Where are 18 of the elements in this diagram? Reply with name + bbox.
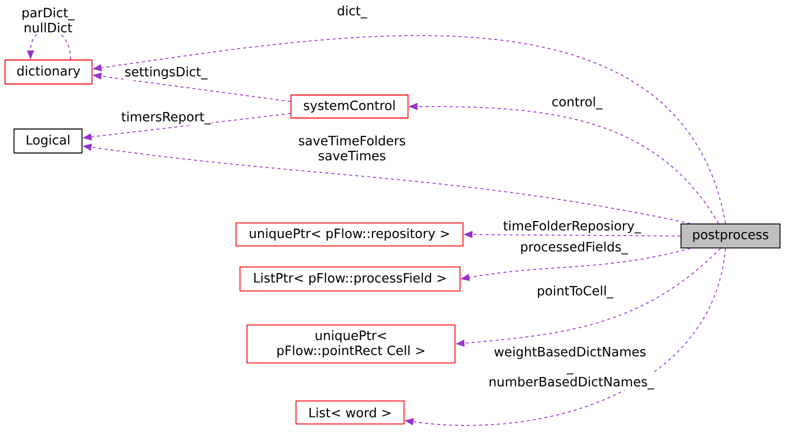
edge-label: timeFolderReposiory_ [502, 220, 642, 234]
edge-label: weightBasedDictNames _ numberBasedDictNames_ [488, 346, 654, 390]
edge-label: timersReport_ [120, 110, 212, 126]
class-box: uniquePtr< pFlow::pointRect Cell > [246, 324, 456, 364]
edge-label: settingsDict_ [124, 66, 208, 80]
class-box: dictionary [4, 60, 92, 84]
class-box: systemControl [290, 94, 408, 118]
class-box: ListPtr< pFlow::processField > [240, 266, 460, 292]
edge-label: pointToCell_ [536, 284, 614, 300]
class-box: uniquePtr< pFlow::repository > [236, 222, 464, 246]
class-box: List< word > [296, 400, 404, 424]
class-box: Logical [14, 128, 82, 154]
edge-label: parDict_ nullDict [17, 6, 79, 34]
edge-label: processedFields_ [519, 240, 629, 256]
edge-label: dict_ [336, 4, 368, 20]
edge-label: saveTimeFolders saveTimes [291, 134, 413, 162]
class-box: postprocess [680, 224, 780, 248]
edge-label: control_ [550, 96, 604, 110]
